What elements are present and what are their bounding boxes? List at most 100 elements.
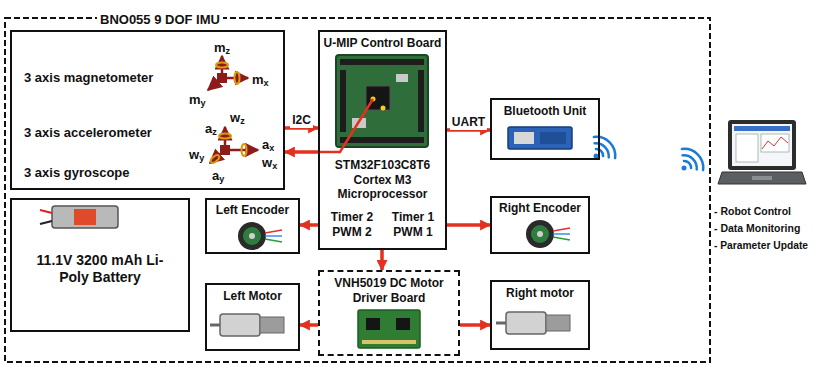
axis-subscript: x — [272, 161, 277, 171]
axis-label: mz — [214, 41, 230, 56]
wireless-waves — [594, 132, 621, 159]
signal-arrow — [285, 150, 318, 154]
text-slot: Left Encoder — [209, 203, 296, 218]
text-slot: BNO055 9 DOF IMU — [97, 10, 257, 28]
rect-shape — [734, 126, 790, 131]
text-slot: 3 axis gyroscope — [24, 165, 196, 181]
circle-shape — [381, 106, 386, 111]
line-shape — [553, 237, 570, 240]
encoder-box: Left Encoder — [205, 198, 300, 254]
text-slot: 11.1V 3200 mAh Li-Poly Battery — [24, 252, 176, 286]
axis-subscript: z — [212, 127, 217, 137]
label-slot: ax — [262, 135, 274, 153]
ellipse-shape — [242, 144, 247, 156]
circle-shape — [531, 225, 549, 243]
ellipse-shape — [216, 63, 228, 68]
axis-subscript: y — [219, 174, 224, 184]
line-shape — [265, 230, 282, 233]
node-text: STM32F103C8T6 Cortex M3 Microprocessor — [322, 158, 443, 202]
edge-label-slot: I2C — [290, 110, 313, 128]
axis-label: wy — [189, 148, 204, 163]
battery-image — [40, 206, 118, 228]
ellipse-shape — [210, 154, 221, 164]
rect-shape — [220, 314, 260, 336]
path-shape — [762, 137, 788, 149]
control-board-box: U-MIP Control BoardSTM32F103C8T6 Cortex … — [318, 30, 447, 250]
label-slot: - Data Monitoring — [714, 218, 800, 236]
control-board-image — [318, 55, 428, 152]
rotation-loops — [216, 63, 240, 85]
node-title: Left Encoder — [209, 203, 296, 218]
bluetooth-module-image — [508, 127, 572, 149]
signal-arrow — [460, 323, 490, 327]
rect-shape — [761, 134, 789, 152]
node-text: Timer 2 PWM 2 — [323, 210, 381, 239]
label-slot: ay — [212, 166, 224, 184]
label-slot: wz — [230, 108, 245, 126]
bus-label: UART — [450, 116, 487, 130]
axis-subscript: z — [240, 116, 245, 126]
node-title: 11.1V 3200 mAh Li-Poly Battery — [24, 252, 176, 286]
label-slot: - Robot Control — [714, 201, 791, 219]
rect-shape — [396, 318, 410, 330]
line-shape — [553, 233, 570, 235]
ellipse-shape — [219, 134, 231, 139]
rect-shape — [736, 134, 758, 162]
axis-subscript: y — [199, 153, 204, 163]
circle-shape — [238, 222, 266, 250]
rotation-loops — [210, 134, 247, 165]
node-text: Timer 1 PWM 1 — [384, 210, 442, 239]
label-slot: my — [189, 90, 206, 108]
rect-shape — [336, 55, 428, 147]
path-shape — [318, 99, 373, 152]
text-slot: 3 axis accelerometer — [24, 125, 196, 141]
line-shape — [553, 228, 570, 231]
rect-shape — [752, 176, 772, 180]
rect-shape — [217, 73, 227, 83]
label-slot: az — [205, 119, 217, 137]
line-shape — [40, 210, 52, 213]
axis-label: ay — [212, 169, 224, 184]
bus-label: I2C — [290, 114, 313, 128]
axis-subscript: x — [264, 78, 269, 88]
axis-label: mx — [252, 73, 269, 88]
rect-shape — [728, 120, 796, 170]
line-shape — [265, 235, 282, 237]
encoder-box: Right Encoder — [490, 196, 590, 254]
path-shape — [596, 147, 605, 156]
rect-shape — [260, 317, 284, 333]
axis-label: az — [205, 122, 217, 137]
axis-subscript: z — [226, 46, 231, 56]
feature-label: - Data Monitoring — [714, 222, 800, 234]
circle-shape — [526, 220, 554, 248]
signal-arrow — [300, 223, 318, 227]
text-slot: STM32F103C8T6 Cortex M3 Microprocessor — [322, 158, 443, 202]
node-text: 3 axis accelerometer — [24, 125, 196, 141]
axis-subscript: y — [201, 98, 206, 108]
label-slot: - Parameter Update — [714, 235, 808, 253]
node-text: 3 axis gyroscope — [24, 165, 196, 181]
label-slot: wx — [262, 153, 277, 171]
rect-shape — [418, 70, 424, 132]
encoder-image — [238, 222, 282, 250]
laptop-image — [718, 120, 806, 184]
rect-shape — [514, 132, 534, 144]
rect-shape — [506, 312, 546, 334]
rect-shape — [732, 124, 792, 166]
path-shape — [594, 132, 620, 158]
rect-shape — [366, 318, 380, 330]
signal-arrow — [300, 323, 318, 327]
circle-shape — [249, 233, 255, 239]
text-slot: Timer 2 PWM 2 — [323, 210, 381, 239]
text-slot: Right motor — [494, 286, 586, 301]
motor-box: Right motor — [490, 280, 590, 350]
encoder-image — [526, 220, 570, 248]
system-boundary — [5, 18, 710, 362]
text-slot: Bluetooth Unit — [494, 104, 596, 119]
rect-shape — [358, 310, 420, 348]
axis-subscript: x — [269, 143, 274, 153]
axis-label: ax — [262, 138, 274, 153]
imu-box: BNO055 9 DOF IMU3 axis magnetometer3 axi… — [10, 30, 285, 190]
signal-arrow — [447, 223, 490, 227]
